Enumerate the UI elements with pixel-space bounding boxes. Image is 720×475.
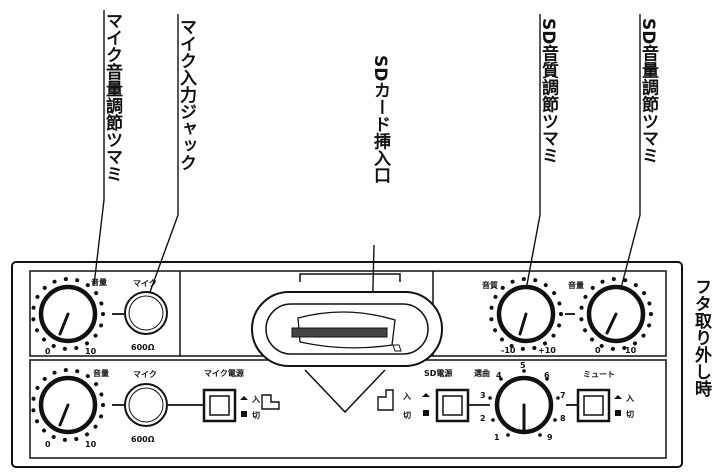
mute-off-indicator <box>615 410 621 416</box>
track-number-2: 2 <box>480 414 486 423</box>
mic-power-toggle-icon <box>261 394 280 410</box>
leader-lines <box>93 10 641 329</box>
upper-sd-tone-knob[interactable] <box>489 277 563 351</box>
track-number-3: 3 <box>480 391 486 400</box>
mute-on-label: 入 <box>625 394 634 403</box>
lower-mic-volume-label: 音量 <box>93 368 109 378</box>
mute-switch[interactable] <box>576 388 611 423</box>
callout-mic-volume-knob: マイク音量調節ツマミ <box>102 12 124 182</box>
mute-on-indicator <box>614 395 622 399</box>
upper-sd-volume-label: 音量 <box>568 280 584 290</box>
track-number-9: 9 <box>547 433 553 442</box>
lower-mic-volume-max: 10 <box>85 440 97 449</box>
track-select-dial[interactable] <box>494 375 554 435</box>
lower-mic-volume-knob[interactable] <box>31 368 105 442</box>
mic-power-off-indicator <box>241 411 247 417</box>
sd-card-slot[interactable] <box>251 273 443 414</box>
track-number-4: 4 <box>496 371 502 380</box>
mic-power-on-label: 入 <box>251 395 260 404</box>
lower-mic-volume-min: 0 <box>45 440 51 449</box>
mute-label: ミュート <box>583 370 615 379</box>
sd-power-on-label: 入 <box>402 392 411 401</box>
sd-power-label: SD電源 <box>424 368 452 378</box>
track-number-7: 7 <box>560 391 566 400</box>
upper-mic-volume-label: 音量 <box>91 277 107 287</box>
mic-power-switch[interactable] <box>202 388 237 423</box>
sd-power-on-indicator <box>422 393 430 397</box>
upper-sd-volume-max: 10 <box>625 346 637 355</box>
callout-mic-input-jack: マイク入力ジャック <box>176 18 197 171</box>
upper-mic-jack-impedance: 600Ω <box>131 343 155 352</box>
track-select-label: 選曲 <box>474 368 490 378</box>
track-select-dots <box>488 369 560 437</box>
upper-mic-jack[interactable] <box>124 291 168 335</box>
upper-mic-volume-max: 10 <box>85 347 97 356</box>
track-number-5: 5 <box>520 361 526 370</box>
lower-mic-jack[interactable] <box>124 383 168 427</box>
track-number-6: 6 <box>544 371 550 380</box>
callout-sd-card-slot: SDカード挿入口 <box>370 55 391 183</box>
callout-sd-volume-knob: SD音量調節ツマミ <box>638 18 660 163</box>
upper-sd-tone-label: 音質 <box>482 280 498 290</box>
upper-sd-volume-min: 0 <box>595 346 601 355</box>
mic-power-on-indicator <box>240 396 248 400</box>
upper-mic-volume-min: 0 <box>45 347 51 356</box>
sd-power-off-label: 切 <box>403 410 411 420</box>
upper-sd-tone-min: -10 <box>501 346 516 355</box>
side-caption: フタ取り外し時 <box>691 278 712 398</box>
mic-power-off-label: 切 <box>252 410 260 420</box>
lower-mic-jack-label: マイク <box>133 369 157 379</box>
track-number-8: 8 <box>560 414 566 423</box>
sd-power-off-indicator <box>423 410 429 416</box>
upper-mic-volume-knob[interactable] <box>31 277 105 351</box>
sd-power-toggle-icon <box>377 389 394 411</box>
upper-sd-tone-max: +10 <box>538 346 556 355</box>
lower-mic-jack-impedance: 600Ω <box>131 435 155 444</box>
callout-sd-tone-knob: SD音質調節ツマミ <box>538 18 560 163</box>
sd-power-switch[interactable] <box>435 388 470 423</box>
mic-power-label: マイク電源 <box>204 368 244 378</box>
panel-outer-frame <box>11 261 683 468</box>
track-number-1: 1 <box>494 433 500 442</box>
upper-sd-volume-knob[interactable] <box>579 277 653 351</box>
mute-off-label: 切 <box>626 409 634 419</box>
upper-mic-jack-label: マイク <box>133 278 157 288</box>
